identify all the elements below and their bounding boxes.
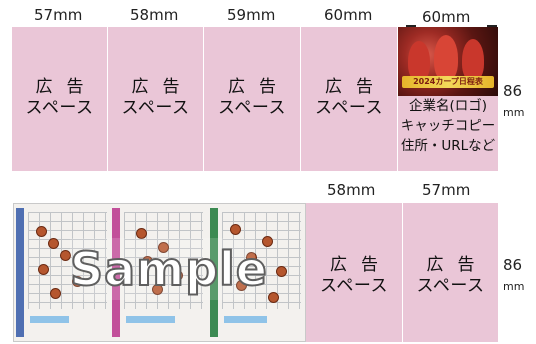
dimension-tick bbox=[406, 25, 416, 27]
ad-panel: 広告 スペース bbox=[306, 203, 403, 342]
ad-label-line2: スペース bbox=[320, 276, 388, 296]
width-label-6: 58mm bbox=[327, 181, 376, 199]
photo-caption-band bbox=[402, 76, 494, 88]
photo-caption: 2024カープ日程表 bbox=[413, 77, 483, 86]
height-label-top: 86 mm bbox=[503, 82, 525, 119]
ad-label-line1: 広告 bbox=[330, 255, 392, 275]
ad-label-line1: 広告 bbox=[131, 77, 194, 97]
ad-label-line2: スペース bbox=[218, 98, 286, 118]
ad-label-line1: 広告 bbox=[228, 77, 290, 97]
width-label-1: 57mm bbox=[34, 6, 83, 24]
ad-label-line1: 広告 bbox=[35, 77, 98, 97]
ad-label-line2: スペース bbox=[121, 98, 190, 118]
sample-watermark: Sample bbox=[69, 238, 268, 300]
ad-panel: 広告 スペース bbox=[12, 27, 108, 171]
width-label-5: 60mm bbox=[422, 8, 471, 26]
ad-panel: 広告 スペース bbox=[204, 27, 301, 171]
company-name-line: 企業名(ロゴ) bbox=[408, 98, 488, 114]
ad-label-line1: 広告 bbox=[325, 77, 387, 97]
width-label-3: 59mm bbox=[227, 6, 276, 24]
width-label-7: 57mm bbox=[422, 181, 471, 199]
height-label-bottom: 86 mm bbox=[503, 256, 525, 293]
width-label-2: 58mm bbox=[130, 6, 179, 24]
ad-label-line1: 広告 bbox=[426, 255, 489, 275]
ad-panel: 広告 スペース bbox=[108, 27, 204, 171]
team-photo: 2024カープ日程表 bbox=[398, 27, 498, 96]
ad-panel: 広告 スペース bbox=[403, 203, 498, 342]
dimension-tick bbox=[487, 25, 497, 27]
sample-ad-text: 企業名(ロゴ) キャッチコピー 住所・URLなど bbox=[398, 96, 498, 156]
width-label-4: 60mm bbox=[324, 6, 373, 24]
ad-label-line2: スペース bbox=[315, 98, 383, 118]
ad-label-line2: スペース bbox=[416, 276, 485, 296]
ad-panel: 広告 スペース bbox=[301, 27, 398, 171]
catchcopy-line: キャッチコピー bbox=[400, 118, 496, 134]
ad-label-line2: スペース bbox=[25, 98, 94, 118]
address-line: 住所・URLなど bbox=[400, 138, 496, 154]
calendar-sample-image bbox=[13, 203, 306, 342]
